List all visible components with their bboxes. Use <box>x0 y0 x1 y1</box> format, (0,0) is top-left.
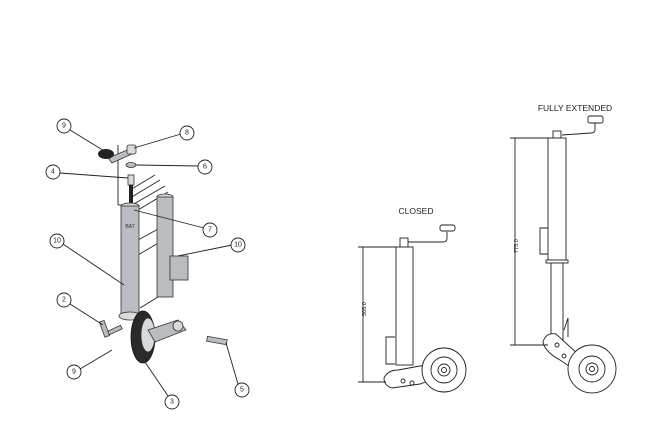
svg-text:7: 7 <box>208 227 212 234</box>
callout-10-right: 10 <box>230 237 246 253</box>
callout-4: 4 <box>45 164 61 180</box>
callout-9-top: 9 <box>56 118 72 134</box>
svg-text:9: 9 <box>62 123 66 130</box>
svg-text:4: 4 <box>51 169 55 176</box>
callout-9-bottom: 9 <box>66 364 82 380</box>
svg-text:5: 5 <box>240 387 244 394</box>
svg-text:8: 8 <box>185 130 189 137</box>
spindle-nut <box>127 174 135 186</box>
pin <box>98 319 111 338</box>
callout-7: 7 <box>202 222 218 238</box>
callout-2: 2 <box>56 292 72 308</box>
crank-handle <box>98 144 137 164</box>
closed-label: CLOSED <box>399 206 434 216</box>
spindle-thread <box>129 185 133 203</box>
callout-6: 6 <box>197 159 213 175</box>
closed-tube <box>395 246 414 366</box>
svg-text:BAT: BAT <box>125 224 134 230</box>
svg-text:10: 10 <box>53 238 61 245</box>
callout-8: 8 <box>179 125 195 141</box>
extended-label: FULLY EXTENDED <box>538 103 612 113</box>
svg-text:3: 3 <box>170 399 174 406</box>
callout-5: 5 <box>234 382 250 398</box>
extended-height-dimension: 775.0 <box>514 239 520 253</box>
washer <box>125 162 137 168</box>
callout-3: 3 <box>164 394 180 410</box>
wheel-exploded <box>130 310 187 364</box>
svg-text:10: 10 <box>234 242 242 249</box>
extended-view: FULLY EXTENDED 775.0 <box>510 103 617 394</box>
exploded-view: BAT 9 8 <box>45 118 250 410</box>
closed-view: CLOSED 505.0 <box>358 206 467 393</box>
svg-text:6: 6 <box>203 164 207 171</box>
axle-bolt <box>206 335 228 346</box>
callout-10-left: 10 <box>49 233 65 249</box>
closed-height-dimension: 505.0 <box>362 302 368 316</box>
extended-outer-tube <box>547 137 567 261</box>
outer-tube <box>120 205 140 317</box>
inner-tube <box>156 196 174 298</box>
svg-text:2: 2 <box>62 297 66 304</box>
svg-text:9: 9 <box>72 369 76 376</box>
clamp-bracket <box>169 255 189 281</box>
